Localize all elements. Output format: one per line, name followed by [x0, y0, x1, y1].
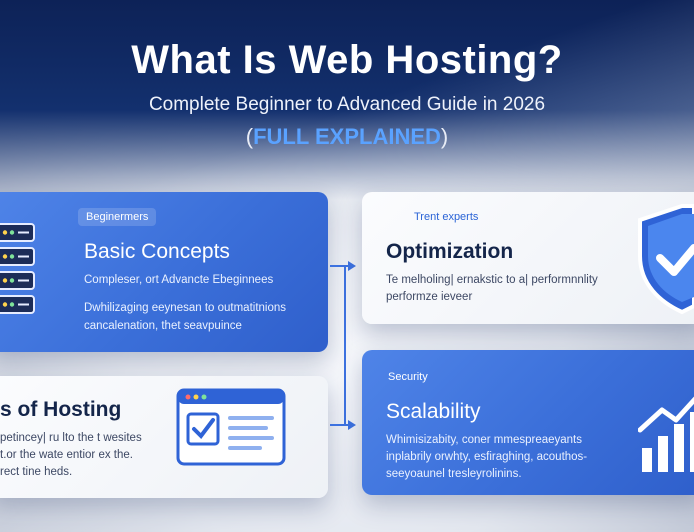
arrow-right-icon — [348, 420, 356, 430]
card-title: Optimization — [386, 240, 514, 263]
tagline-highlight: FULL EXPLAINED — [253, 124, 441, 149]
web-browser-checkbox-icon — [176, 388, 286, 468]
card-text-line: Whimisizabity, coner mmespreaeyants — [386, 434, 582, 446]
card-basic-concepts[interactable]: Beginermers Basic Concepts Compleser, or… — [0, 192, 328, 352]
card-tag: Beginermers — [78, 208, 157, 226]
card-text-line: seeyoaunel tresleyrolinins. — [386, 468, 522, 480]
card-tag: Trent experts — [414, 211, 479, 223]
server-rack-icon — [0, 220, 38, 320]
card-text-line: Compleser, ort Advancte Ebeginnees — [84, 274, 274, 286]
card-text-line: rect tine heds. — [0, 466, 73, 478]
card-scalability[interactable]: Security Scalability Whimisizabity, cone… — [362, 350, 694, 495]
card-title: Scalability — [386, 400, 481, 423]
arrow-right-icon — [348, 261, 356, 271]
card-title: s of Hosting — [0, 398, 122, 421]
card-text-line: t.or the wate entior ex the. — [0, 449, 133, 461]
connector-line — [344, 265, 350, 267]
paren-open: ( — [245, 124, 254, 149]
card-text-line: performze ieveer — [386, 291, 473, 303]
page-tagline: (FULL EXPLAINED) — [0, 124, 694, 150]
card-text-line: cancalenation, thet seavpuince — [84, 320, 242, 332]
card-text-line: inplabrily orwhty, esfiraghing, acouthos… — [386, 451, 588, 463]
bar-chart-growth-icon — [637, 396, 694, 476]
card-text-line: petincey| ru lto the t wesites — [0, 432, 142, 444]
card-text-line: Te melholing| ernakstic to a| performnnl… — [386, 274, 598, 286]
card-title: Basic Concepts — [84, 240, 230, 263]
page-subtitle: Complete Beginner to Advanced Guide in 2… — [148, 94, 546, 115]
connector-line — [330, 265, 344, 267]
card-types-of-hosting[interactable]: s of Hosting petincey| ru lto the t wesi… — [0, 376, 328, 498]
card-tag: Security — [388, 371, 428, 383]
card-text-line: Dwhilizaging eeynesan to outmatitnions — [84, 302, 287, 314]
connector-line — [344, 265, 346, 425]
connector-line — [330, 424, 350, 426]
shield-check-icon — [634, 200, 694, 318]
paren-close: ) — [440, 124, 449, 149]
page-title: What Is Web Hosting? — [131, 38, 563, 82]
header-background — [0, 0, 694, 200]
